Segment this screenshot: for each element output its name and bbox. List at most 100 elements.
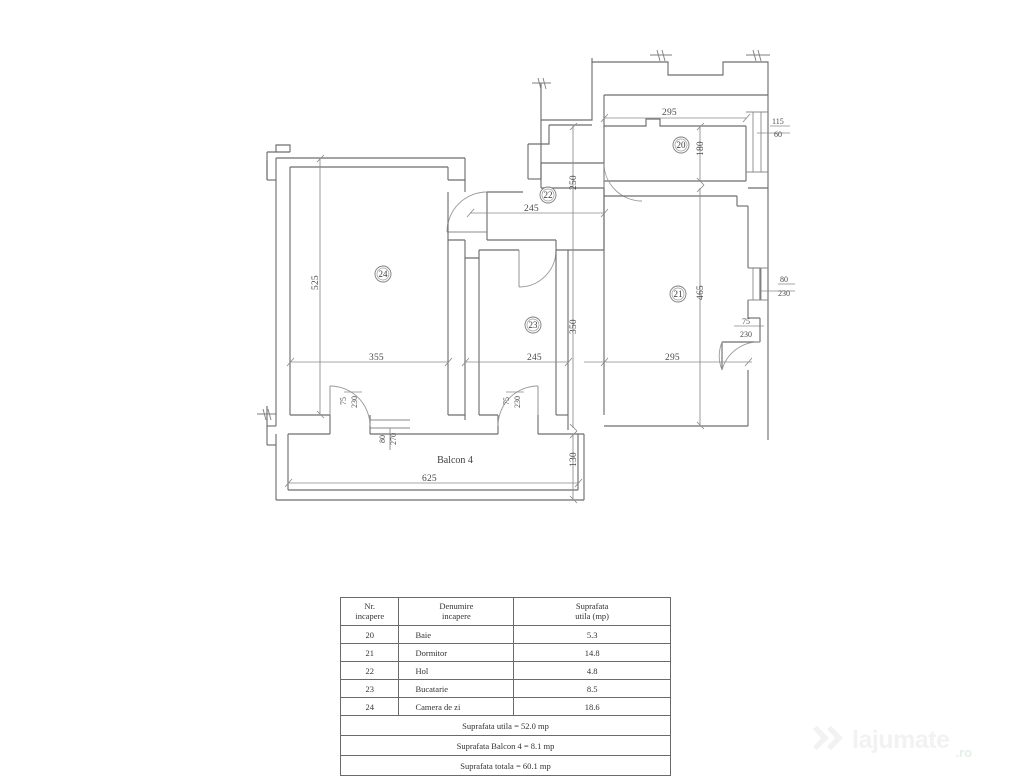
cell-area: 14.8 [513, 643, 671, 662]
dim-80: 80 [378, 435, 387, 443]
window-bath-right [746, 111, 768, 173]
dim-bedroom-width: 295 [584, 353, 753, 367]
dim-label-295-bath: 295 [662, 108, 677, 118]
summary-utila: Suprafata utila = 52.0 mp [340, 715, 671, 736]
door-arc-living-balcony [329, 385, 371, 427]
dim-270: 270 [389, 433, 398, 445]
dim-230: 230 [740, 330, 752, 339]
table-row: 20 Baie 5.3 [339, 625, 671, 644]
dim-bath-height: 180 [696, 122, 706, 186]
dim-door-bedroom-exit: 75 230 [734, 317, 764, 339]
dim-window-balcony: 80 270 [378, 433, 398, 445]
dim-kitchen-height: 350 [569, 250, 579, 432]
floor-plan-drawing: 115 60 [257, 49, 795, 504]
cell-name: Bucatarie [398, 679, 515, 698]
room-marker-21: 21 [669, 285, 687, 303]
dim-label-295-bedroom: 295 [665, 353, 680, 363]
dim-230: 230 [513, 396, 522, 408]
lajumate-logo-icon [812, 725, 846, 756]
room-marker-20: 20 [672, 136, 690, 154]
room-21-walls [603, 187, 769, 440]
cell-name: Dormitor [398, 643, 515, 662]
table-summary-row: Suprafata utila = 52.0 mp [340, 715, 671, 736]
room-number-21: 21 [674, 289, 683, 299]
dim-kitchen-width: 245 [461, 353, 573, 367]
cell-area: 5.3 [513, 625, 671, 644]
summary-totala: Suprafata totala = 60.1 mp [340, 755, 671, 776]
room-20-walls [603, 94, 769, 188]
room-22-walls [527, 124, 605, 189]
dim-hall-height: 250 [569, 122, 579, 250]
room-area-table: Nr. incapere Denumire incapere Suprafata… [339, 597, 671, 776]
balcony-walls [266, 406, 585, 501]
room-marker-22: 22 [539, 186, 557, 204]
dim-label-250: 250 [569, 175, 579, 190]
cell-area: 8.5 [513, 679, 671, 698]
header-area: Suprafata utila (mp) [513, 597, 671, 626]
watermark-suffix: .ro [955, 745, 973, 760]
dim-60: 60 [774, 130, 782, 139]
dim-living-height: 525 [311, 154, 325, 419]
table-header-row: Nr. incapere Denumire incapere Suprafata… [339, 597, 671, 626]
cell-area: 18.6 [513, 697, 671, 716]
cell-nr: 20 [339, 625, 400, 644]
table-row: 21 Dormitor 14.8 [339, 643, 671, 662]
dim-label-180: 180 [696, 141, 706, 156]
header-area-line2: utila (mp) [575, 610, 610, 621]
room-number-22: 22 [544, 190, 553, 200]
dim-label-525: 525 [311, 275, 321, 290]
summary-balcon: Suprafata Balcon 4 = 8.1 mp [340, 735, 671, 756]
watermark-brand: lajumate [852, 725, 950, 754]
door-arc-kitchen-balcony [497, 385, 539, 427]
dim-75: 75 [502, 397, 511, 405]
header-nr-line1: Nr. [364, 600, 376, 611]
room-24-walls [266, 144, 466, 426]
dim-label-245-hall: 245 [524, 204, 539, 214]
break-symbol-top-right [746, 49, 770, 62]
dim-230: 230 [778, 289, 790, 298]
cell-nr: 24 [339, 697, 400, 716]
dim-balcony-depth: 130 [569, 430, 579, 504]
dim-label-355: 355 [369, 353, 384, 363]
header-nr: Nr. incapere [339, 597, 400, 626]
cell-name: Camera de zi [398, 697, 515, 716]
table-summary-row: Suprafata totala = 60.1 mp [340, 755, 671, 776]
dim-label-465: 465 [696, 285, 706, 300]
table-summary-row: Suprafata Balcon 4 = 8.1 mp [340, 735, 671, 756]
room-23-walls [465, 249, 569, 430]
cell-area: 4.8 [513, 661, 671, 680]
room-number-23: 23 [529, 320, 539, 330]
dim-hall-width: 245 [466, 204, 609, 218]
room-marker-23: 23 [524, 316, 542, 334]
break-symbol-top-mid [650, 49, 672, 62]
window-balcony [370, 419, 410, 450]
balcony-label: Balcon 4 [437, 455, 473, 466]
watermark: lajumate .ro [812, 718, 1012, 762]
dim-label-130: 130 [569, 452, 579, 467]
dim-bedroom-height: 465 [696, 184, 706, 430]
dim-75: 75 [742, 317, 750, 326]
cell-name: Hol [398, 661, 515, 680]
cell-name: Baie [398, 625, 515, 644]
dim-living-width: 355 [286, 353, 453, 367]
dim-window-bedroom-right: 80 230 [761, 275, 795, 298]
dim-75: 75 [339, 397, 348, 405]
window-bedroom-right [748, 267, 768, 301]
dim-door-kitchen-balcony: 75 230 [502, 391, 524, 408]
header-nr-line2: incapere [355, 610, 385, 621]
table-row: 24 Camera de zi 18.6 [339, 697, 671, 716]
dim-label-625: 625 [422, 474, 437, 484]
cell-nr: 23 [339, 679, 400, 698]
dim-label-350: 350 [569, 319, 579, 334]
door-arc-living [446, 191, 488, 233]
dim-80: 80 [780, 275, 788, 284]
dim-230: 230 [350, 396, 359, 408]
dim-window-bath-right: 115 60 [757, 117, 790, 139]
room-number-24: 24 [379, 269, 389, 279]
dim-balcony-width: 625 [284, 474, 583, 488]
cell-nr: 22 [339, 661, 400, 680]
table-row: 23 Bucatarie 8.5 [339, 679, 671, 698]
door-arc-bedroom-exit [718, 341, 761, 371]
room-number-20: 20 [677, 140, 687, 150]
